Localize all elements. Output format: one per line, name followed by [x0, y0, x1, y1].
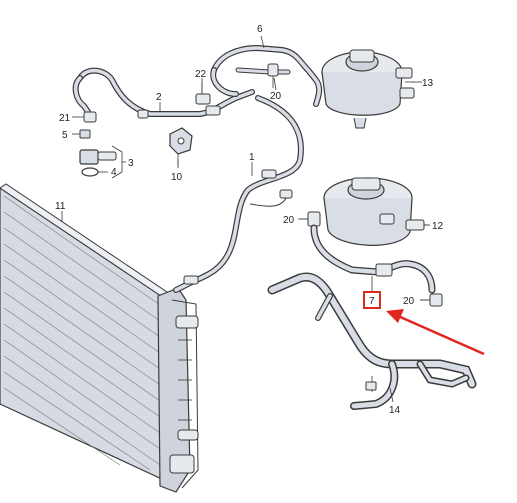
callout-2: 2 — [156, 92, 162, 103]
bolt-5 — [72, 129, 91, 139]
pipe-14 — [267, 272, 477, 410]
callout-10: 10 — [171, 172, 183, 183]
callout-1: 1 — [249, 152, 255, 163]
sensor-10 — [169, 127, 193, 166]
clamp-21 — [72, 111, 97, 123]
highlight-arrow — [386, 309, 485, 356]
hose-6 — [210, 44, 323, 107]
callout-20-top: 20 — [270, 91, 282, 102]
hose-2 — [72, 67, 255, 119]
connector-22 — [195, 82, 211, 105]
callout-7: 7 — [369, 296, 375, 307]
clip-20-top — [267, 63, 279, 88]
callout-7-highlight-box — [363, 291, 381, 309]
seal-4 — [81, 167, 108, 177]
callout-12: 12 — [432, 221, 444, 232]
fitting-3 — [79, 145, 126, 179]
hose-7 — [310, 224, 436, 294]
expansion-tank-12 — [323, 177, 430, 246]
callout-5: 5 — [62, 130, 68, 141]
callout-22: 22 — [195, 69, 207, 80]
callout-21: 21 — [59, 113, 71, 124]
callout-11: 11 — [55, 201, 66, 212]
radiator-fins — [3, 195, 161, 471]
callout-6: 6 — [257, 24, 263, 35]
callout-13: 13 — [422, 78, 434, 89]
callout-4: 4 — [111, 167, 117, 178]
radiator — [0, 183, 199, 493]
expansion-tank-13 — [321, 49, 422, 129]
callouts: 1 2 3 4 5 6 7 10 11 12 13 14 20 20 20 21… — [55, 24, 444, 416]
callout-14: 14 — [389, 405, 401, 416]
hose-1 — [173, 95, 304, 293]
leader-lines — [61, 35, 430, 403]
callout-20-lower: 20 — [403, 296, 415, 307]
callout-20-middle: 20 — [283, 215, 295, 226]
callout-3: 3 — [128, 158, 134, 169]
